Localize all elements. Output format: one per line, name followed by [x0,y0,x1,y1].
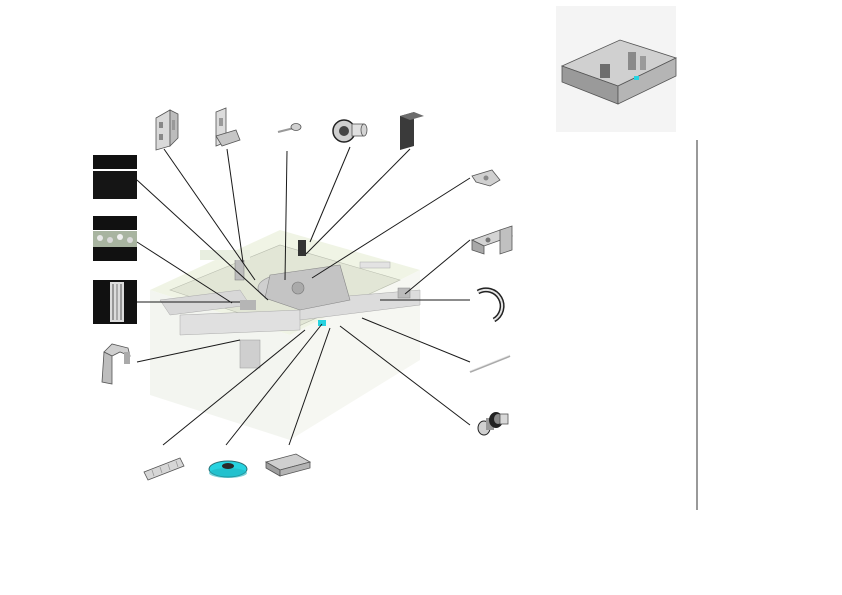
part-angle-plate[interactable] [400,112,424,150]
pad-icon [264,453,312,477]
part-spring-clip[interactable] [101,343,131,385]
leader-line [361,317,471,363]
corner-bracket-icon [470,225,514,255]
rod-icon [469,354,511,373]
label-icon [93,280,137,324]
pin-icon [477,412,509,436]
leader-line [136,179,269,301]
leader-line [136,339,241,363]
part-cam-plate[interactable] [471,169,501,187]
roller-icon [332,119,368,143]
leader-line [288,327,331,446]
bracket-icon [155,109,179,151]
cam-icon [471,169,501,187]
part-coil-spring[interactable] [143,457,185,481]
part-label-strip-barcode[interactable] [93,280,137,324]
mechanism-assembly-icon [150,230,421,440]
washer-icon [208,460,248,478]
e-ring-icon [476,287,505,323]
clip-icon [101,343,131,385]
angle-plate-icon [400,112,424,150]
assembled-unit-thumbnail [556,6,678,132]
spring-icon [143,457,185,481]
leader-line [163,148,256,281]
part-label-strip-textured[interactable] [93,216,137,261]
leader-lines [136,146,471,446]
leader-line [305,148,411,255]
label-icon [93,155,137,199]
part-bracket-tall-mid[interactable] [215,107,241,147]
part-bracket-tall-left[interactable] [155,109,179,151]
leader-line [225,323,323,446]
part-gear-washer[interactable] [208,460,248,478]
part-roller-wheel[interactable] [332,119,368,143]
leader-line [404,239,471,295]
leader-line [284,150,288,281]
part-label-strip-dark[interactable] [93,155,137,199]
leader-line [311,177,471,279]
key-icon [277,123,302,133]
leader-line [162,329,306,446]
leader-line [226,148,244,263]
leader-line [339,325,471,426]
assembled-unit-icon [560,39,678,105]
leader-line [136,241,233,304]
part-e-ring[interactable] [476,287,505,323]
part-corner-bracket[interactable] [470,225,514,255]
part-flat-pad[interactable] [264,453,312,477]
part-shaft-rod[interactable] [469,354,511,373]
bracket-icon [215,107,241,147]
part-key-pin[interactable] [277,123,302,133]
label-icon [93,216,137,261]
part-stepped-pin[interactable] [477,412,509,436]
leader-line [309,146,351,243]
